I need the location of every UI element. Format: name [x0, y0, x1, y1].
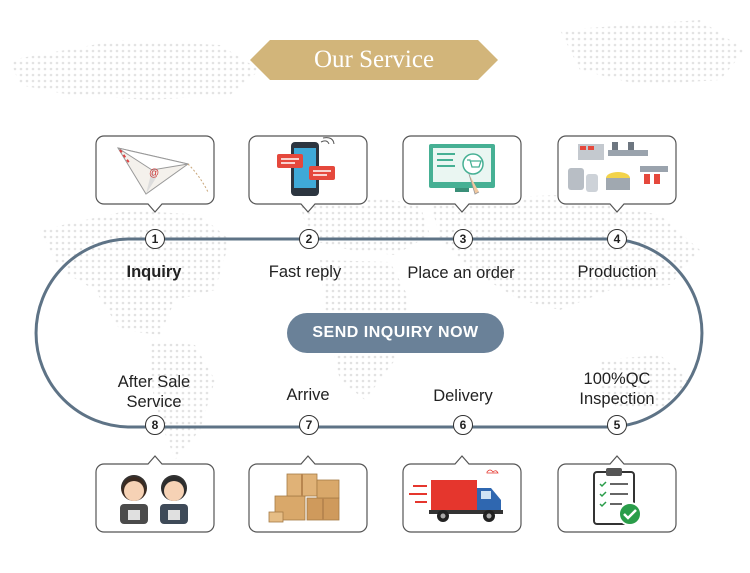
- step-number-7: 7: [299, 415, 319, 435]
- step-number-6: 6: [453, 415, 473, 435]
- step-label-3: Place an order: [407, 264, 515, 282]
- paper-plane-mail-icon: @: [116, 147, 209, 195]
- step-number-3: 3: [453, 229, 473, 249]
- checklist-clipboard-icon: [593, 468, 642, 526]
- banner-ribbon-shape: [250, 40, 498, 80]
- step-number-5: 5: [607, 415, 627, 435]
- step-label-1: Inquiry: [126, 263, 182, 281]
- step-2-card: [248, 135, 368, 213]
- step-label-8: After Sale Service: [69, 372, 239, 412]
- step-number-2: 2: [299, 229, 319, 249]
- section-title: Our Service: [313, 46, 435, 73]
- smartphone-chat-icon: [277, 137, 335, 196]
- step-label-6: Delivery: [433, 387, 493, 405]
- step-number-1: 1: [145, 229, 165, 249]
- step-label-8-line1: After Sale: [117, 373, 191, 391]
- send-inquiry-button[interactable]: SEND INQUIRY NOW: [287, 313, 504, 353]
- step-label-5-line1: 100%QC: [583, 370, 651, 388]
- step-5-card: [557, 455, 677, 533]
- service-title-banner: Our Service: [250, 40, 498, 80]
- factory-line-icon: [568, 142, 668, 192]
- cardboard-boxes-icon: [268, 473, 340, 523]
- step-6-card: [402, 455, 522, 533]
- step-label-5: 100%QC Inspection: [532, 369, 702, 409]
- step-label-5-line2: Inspection: [579, 390, 655, 408]
- step-3-card: [402, 135, 522, 213]
- online-cart-icon: [429, 144, 495, 195]
- step-number-4: 4: [607, 229, 627, 249]
- step-7-card: [248, 455, 368, 533]
- step-4-card: [557, 135, 677, 213]
- step-8-card: [95, 455, 215, 533]
- delivery-truck-icon: [409, 469, 503, 522]
- step-1-card: @: [95, 135, 215, 213]
- step-label-4: Production: [577, 263, 657, 281]
- step-label-8-line2: Service: [126, 393, 182, 411]
- step-label-7: Arrive: [286, 386, 330, 404]
- step-label-2: Fast reply: [268, 263, 342, 281]
- svg-text:@: @: [149, 168, 159, 179]
- step-number-8: 8: [145, 415, 165, 435]
- customer-service-agents-icon: [120, 475, 188, 524]
